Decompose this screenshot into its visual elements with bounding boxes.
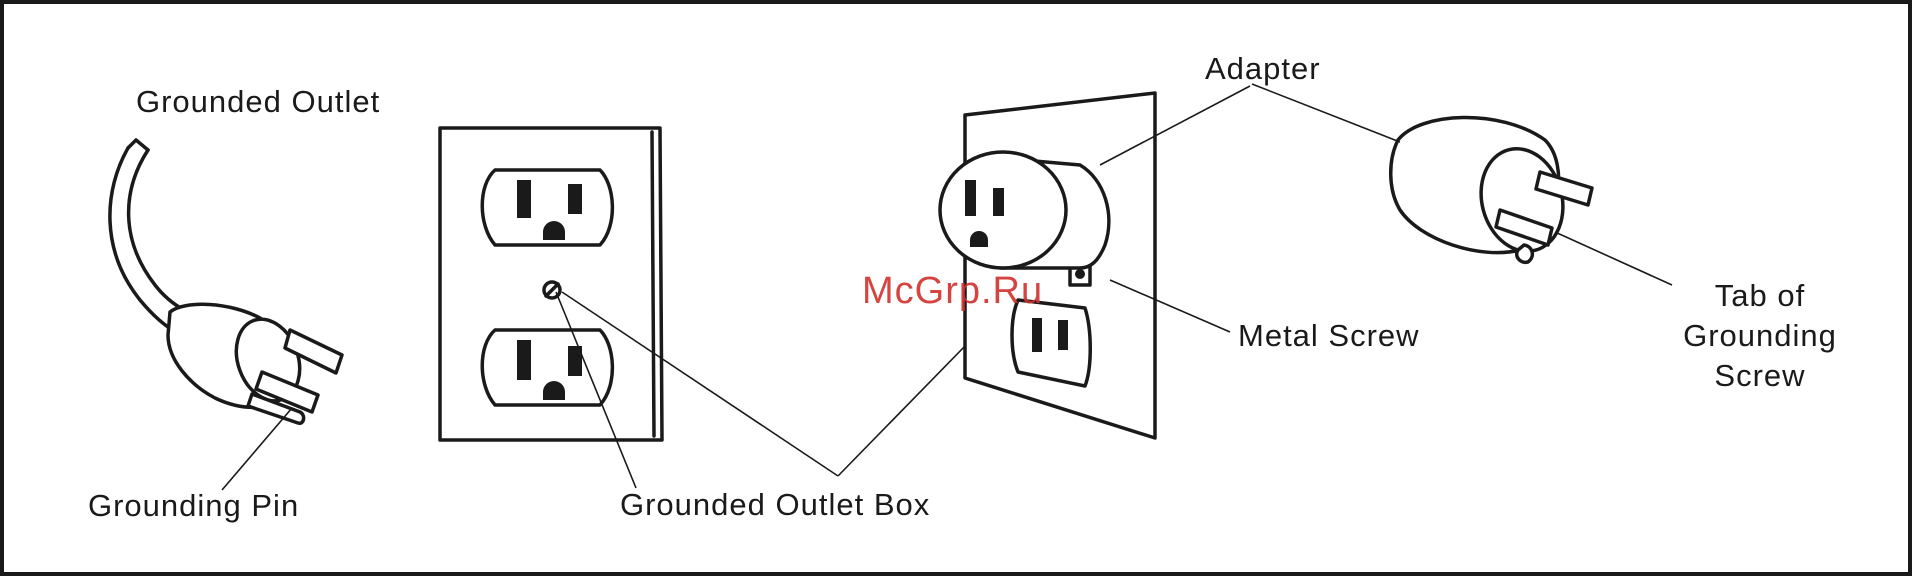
wall-lower-receptacle	[1012, 300, 1090, 386]
label-tab-of-grounding-screw: Tab of Grounding Screw	[1655, 276, 1865, 396]
plug-cord-end	[128, 140, 148, 150]
plug-cord	[110, 148, 172, 330]
adapter-slot-left	[965, 180, 976, 216]
loose-adapter-illustration	[1252, 84, 1672, 285]
label-adapter: Adapter	[1205, 53, 1321, 84]
outlet-plate-edge	[652, 132, 654, 436]
metal-screw-head	[1075, 269, 1085, 279]
grounding-tab-shape	[1517, 245, 1533, 262]
label-grounded-outlet: Grounded Outlet	[136, 86, 380, 117]
grounding-pin-leader	[222, 408, 292, 490]
wall-lower-slot-right	[1058, 320, 1068, 350]
outlet-top-slot-left	[517, 180, 531, 218]
label-metal-screw: Metal Screw	[1238, 320, 1420, 351]
watermark-text: McGrp.Ru	[862, 272, 1043, 310]
plug-cord-inner	[129, 150, 184, 310]
adapter-leader-2	[1252, 84, 1400, 142]
grounded-plug-illustration	[110, 140, 342, 490]
outlet-bottom-slot-left	[517, 340, 531, 380]
outlet-top-slot-right	[568, 184, 582, 214]
adapter-slot-right	[993, 188, 1004, 216]
label-grounding-pin: Grounding Pin	[88, 490, 299, 521]
wall-lower-slot-left	[1032, 318, 1042, 352]
wall-adapter-illustration	[940, 86, 1250, 438]
label-grounded-outlet-box: Grounded Outlet Box	[620, 489, 930, 520]
